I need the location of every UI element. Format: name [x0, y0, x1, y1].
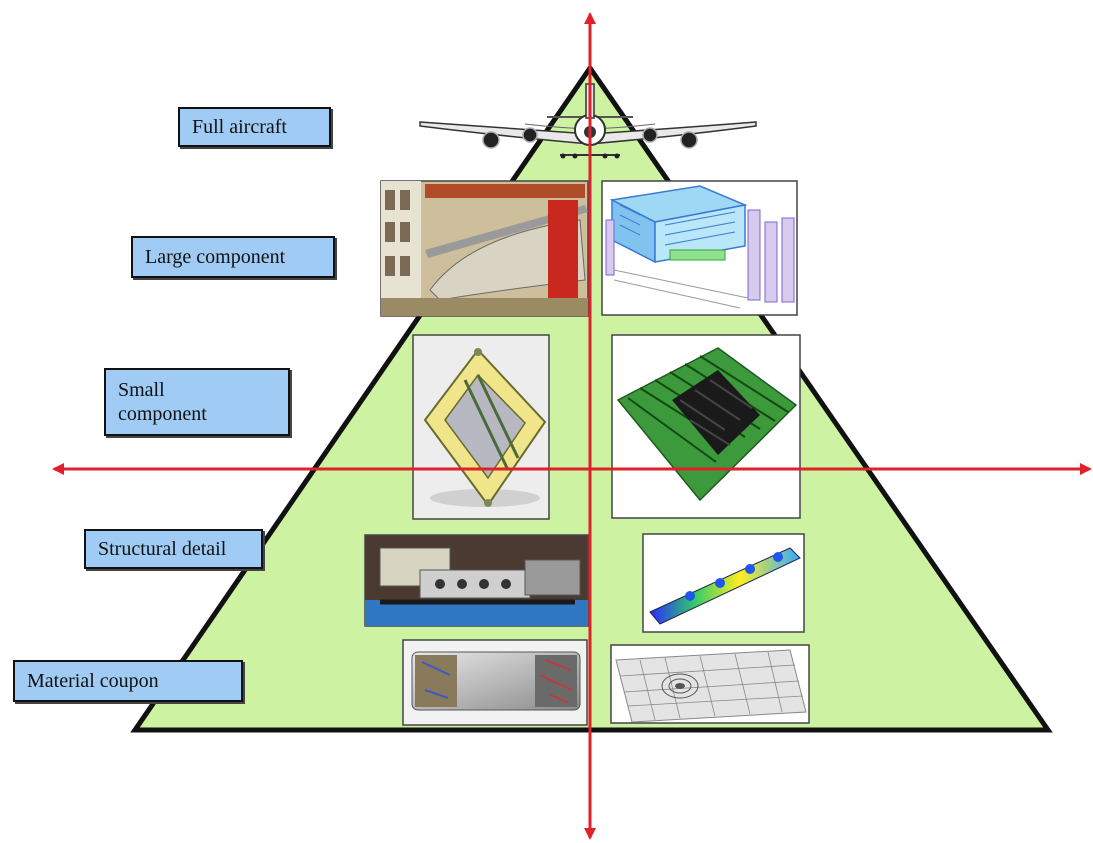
- label-material-coupon: Material coupon: [13, 660, 243, 702]
- small-component-cad-frame: [412, 334, 550, 520]
- material-coupon-fe-mesh: [610, 644, 810, 724]
- label-large-component: Large component: [131, 236, 335, 278]
- structural-detail-fe-strip: [642, 533, 805, 633]
- label-full-aircraft: Full aircraft: [178, 107, 331, 147]
- large-component-fe-model: [601, 180, 798, 316]
- large-component-test-photo: [380, 180, 589, 317]
- label-structural-detail: Structural detail: [84, 529, 263, 569]
- structural-detail-test-photo: [364, 534, 589, 627]
- airplane-icon: [419, 83, 757, 159]
- label-small-component: Small component: [104, 368, 290, 436]
- material-coupon-specimen-photo: [402, 639, 588, 726]
- small-component-fe-panel: [611, 334, 801, 519]
